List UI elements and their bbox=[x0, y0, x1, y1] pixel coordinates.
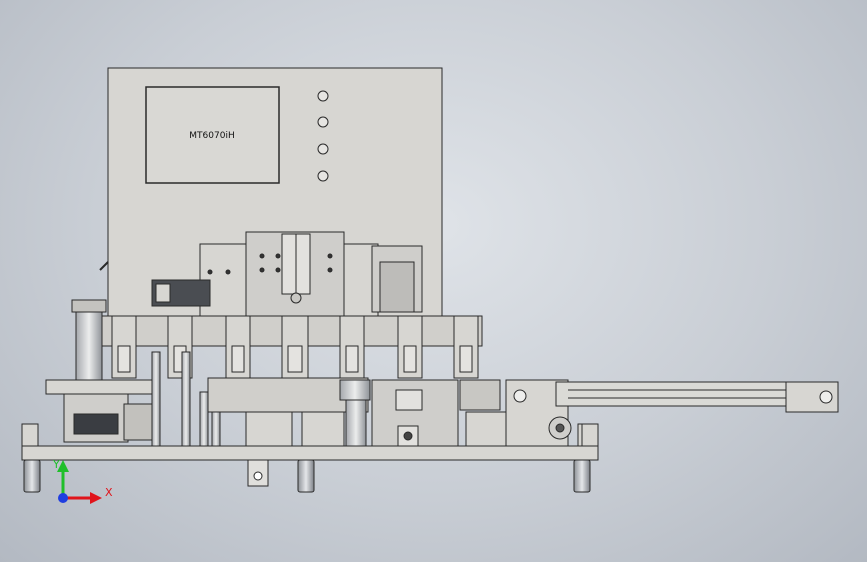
z-axis-dot bbox=[58, 493, 68, 503]
coordinate-triad: X Y bbox=[52, 458, 113, 504]
leveling-feet bbox=[23, 459, 591, 493]
gripper-7 bbox=[453, 315, 479, 379]
gripper-4 bbox=[281, 315, 309, 379]
x-axis-arrowhead bbox=[90, 492, 102, 504]
hmi-model-label: MT6070iH bbox=[189, 131, 234, 141]
hmi-touchscreen[interactable] bbox=[145, 86, 280, 184]
central-gantry bbox=[151, 231, 423, 317]
gripper-5 bbox=[339, 315, 365, 379]
panel-button-1[interactable] bbox=[317, 90, 329, 102]
gripper-row bbox=[95, 315, 483, 386]
panel-button-2[interactable] bbox=[317, 116, 329, 128]
panel-button-4[interactable] bbox=[317, 170, 329, 182]
y-axis-arrowhead bbox=[57, 460, 69, 472]
left-station bbox=[45, 299, 157, 443]
y-axis-label: Y bbox=[52, 458, 60, 471]
panel-button-3[interactable] bbox=[317, 143, 329, 155]
x-axis-label: X bbox=[105, 486, 113, 499]
gripper-6 bbox=[397, 315, 423, 379]
conveyor-arm bbox=[505, 379, 839, 451]
gripper-3 bbox=[225, 315, 251, 379]
base-plate bbox=[21, 423, 599, 487]
gripper-1 bbox=[111, 315, 137, 379]
